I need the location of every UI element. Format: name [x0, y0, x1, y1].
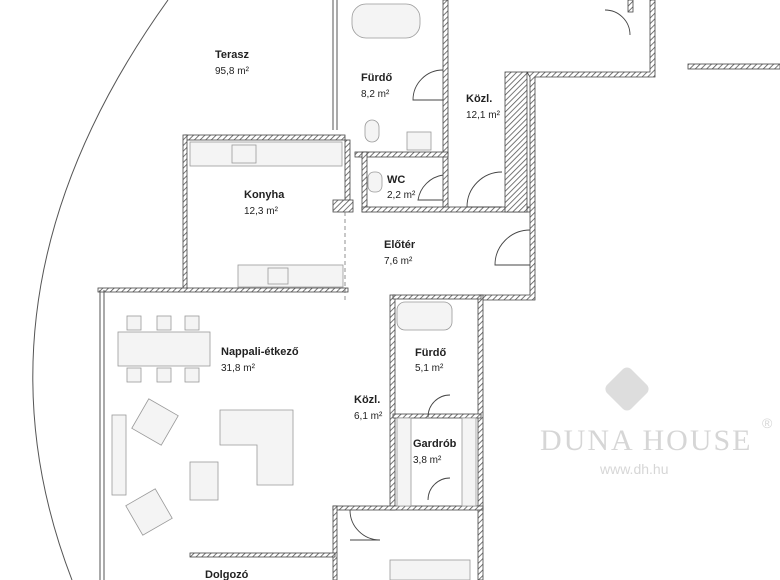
room-name-furdo2: Fürdő — [415, 347, 446, 359]
room-name-eloter: Előtér — [384, 239, 416, 251]
watermark-logo-icon — [605, 367, 649, 411]
chair — [156, 367, 172, 383]
room-area-wc: 2,2 m² — [387, 190, 416, 201]
room-area-nappali: 31,8 m² — [221, 363, 256, 374]
wardrobe — [396, 417, 412, 507]
wall — [182, 134, 188, 291]
room-name-gardrob: Gardrób — [413, 438, 457, 450]
coffee-table — [189, 461, 219, 501]
chair — [156, 315, 172, 331]
kitchen-sink — [231, 144, 257, 164]
wall — [479, 0, 656, 301]
chair — [184, 315, 200, 331]
watermark-url: www.dh.hu — [599, 461, 668, 477]
wall — [627, 0, 634, 13]
wall — [477, 294, 484, 580]
wall — [361, 151, 368, 213]
toilet — [364, 119, 380, 143]
dining-table — [117, 331, 211, 367]
wall — [392, 413, 482, 419]
watermark: DUNA HOUSE ® www.dh.hu — [540, 367, 773, 477]
door[interactable] — [349, 509, 381, 541]
room-name-nappali: Nappali-étkező — [221, 346, 299, 358]
door[interactable] — [412, 69, 444, 101]
wall — [354, 151, 449, 158]
watermark-registered: ® — [762, 415, 773, 431]
wall — [687, 63, 780, 70]
door[interactable] — [427, 477, 451, 501]
room-area-konyha: 12,3 m² — [244, 206, 279, 217]
tv-unit — [111, 414, 127, 496]
door[interactable] — [494, 229, 531, 266]
door[interactable] — [466, 171, 503, 208]
wall — [189, 552, 336, 558]
wall — [389, 294, 396, 511]
chimney — [332, 199, 354, 213]
chair — [126, 367, 142, 383]
wardrobe — [461, 417, 477, 507]
wall — [392, 294, 482, 300]
wall — [332, 505, 484, 511]
terrace-edge — [32, 0, 169, 580]
room-name-terasz: Terasz — [215, 49, 250, 61]
room-area-terasz: 95,8 m² — [215, 66, 250, 77]
room-name-dolgozo: Dolgozó — [205, 569, 249, 580]
armchair — [125, 488, 173, 536]
door[interactable] — [604, 9, 631, 36]
room-area-kozl: 12,1 m² — [466, 110, 501, 121]
wardrobe-wall — [504, 71, 528, 213]
wall — [184, 134, 346, 141]
room-area-eloter: 7,6 m² — [384, 256, 413, 267]
chair — [184, 367, 200, 383]
door[interactable] — [427, 394, 451, 418]
sink — [406, 131, 432, 151]
kitchen-counter — [189, 141, 343, 167]
room-name-furdo: Fürdő — [361, 72, 392, 84]
armchair — [131, 398, 179, 446]
room-name-wc: WC — [387, 174, 405, 186]
room-area-furdo: 8,2 m² — [361, 89, 390, 100]
room-name-konyha: Konyha — [244, 189, 285, 201]
bed — [389, 559, 471, 580]
room-area-kozl2: 6,1 m² — [354, 411, 383, 422]
kitchen-island — [237, 264, 344, 288]
wall — [97, 287, 349, 293]
room-name-kozl: Közl. — [466, 93, 492, 105]
watermark-brand: DUNA HOUSE — [540, 424, 753, 457]
door[interactable] — [417, 174, 444, 201]
sofa — [219, 409, 294, 486]
toilet — [367, 171, 383, 193]
room-area-furdo2: 5,1 m² — [415, 363, 444, 374]
wall — [442, 0, 449, 211]
chair — [126, 315, 142, 331]
cooktop — [267, 267, 289, 285]
bathtub — [351, 3, 421, 39]
bathtub — [396, 301, 453, 331]
room-area-gardrob: 3,8 m² — [413, 455, 442, 466]
wall — [344, 139, 351, 211]
room-name-kozl2: Közl. — [354, 394, 380, 406]
wall — [332, 505, 338, 580]
